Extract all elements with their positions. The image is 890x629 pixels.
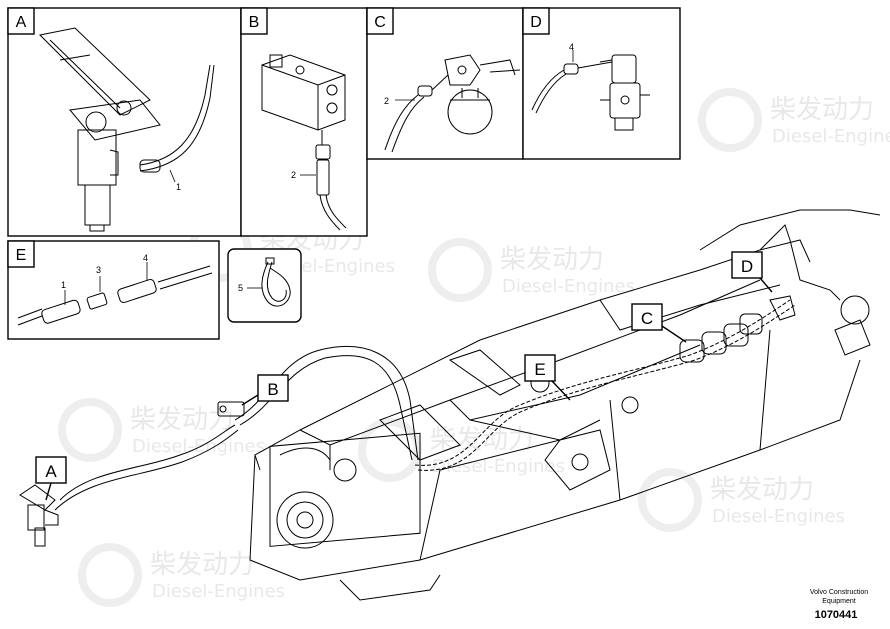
- panel-b-tag: [240, 7, 268, 35]
- svg-text:B: B: [267, 380, 278, 399]
- panel-a-tag: [7, 7, 35, 35]
- detail-panel-b: B 2: [240, 7, 368, 237]
- panel-b-frame: [240, 7, 368, 237]
- watermark-en: Diesel-Engines: [502, 276, 635, 297]
- panel-e-letter: E: [16, 247, 27, 264]
- hose-connector-drawing: [17, 265, 213, 326]
- panel-e-frame: [7, 240, 220, 340]
- watermark-cn: 柴发动力: [770, 95, 874, 125]
- watermark-cn: 柴发动力: [710, 475, 814, 505]
- main-callout-d: D: [731, 251, 773, 293]
- main-callout-b: B: [241, 374, 289, 406]
- panel-e-callout-1: 1: [61, 280, 66, 290]
- panel-c-letter: C: [374, 14, 386, 31]
- watermark-cn: 柴发动力: [130, 405, 234, 435]
- clamp-panel-frame: [227, 248, 302, 323]
- pedal-assembly-small: [19, 484, 59, 547]
- footer-block: Volvo Construction Equipment 1070441: [810, 589, 868, 621]
- clamp-callout-5: 5: [238, 283, 243, 293]
- footer-line1: Volvo Construction: [810, 589, 868, 596]
- watermark-en: Diesel-Engines: [712, 506, 845, 527]
- panel-d-callout-4: 4: [569, 42, 574, 52]
- svg-text:C: C: [641, 309, 653, 328]
- footer-line2: Equipment: [822, 598, 856, 605]
- panel-d-letter: D: [530, 14, 542, 31]
- panel-e-tag: [7, 240, 35, 268]
- brake-valve-drawing: [531, 54, 650, 131]
- svg-text:A: A: [45, 462, 57, 481]
- watermark-en: Diesel-Engines: [772, 126, 890, 147]
- valve-block-drawing: [261, 54, 347, 231]
- svg-text:D: D: [741, 257, 753, 276]
- panel-a-callout-1: 1: [176, 182, 181, 192]
- panel-a-letter: A: [16, 14, 27, 31]
- detail-panel-d: D 4: [522, 7, 681, 160]
- part-number: 1070441: [815, 609, 858, 621]
- detail-panel-c: C 2: [366, 7, 524, 160]
- panel-a-frame: [7, 7, 242, 237]
- detail-panel-a: A 1: [7, 7, 242, 237]
- main-callout-c: C: [631, 303, 687, 343]
- panel-c-tag: [366, 7, 394, 35]
- panel-c-callout-2: 2: [384, 96, 389, 106]
- watermark-cn: 柴发动力: [500, 245, 604, 275]
- watermark-cn: 柴发动力: [150, 550, 254, 580]
- panel-e-callout-3: 3: [96, 265, 101, 275]
- boom-frame: [249, 209, 881, 601]
- hose-clamp-drawing: [261, 257, 291, 307]
- panel-b-callout-2: 2: [291, 170, 296, 180]
- watermark-en: Diesel-Engines: [132, 436, 265, 457]
- watermark-en: Diesel-Engines: [152, 581, 285, 602]
- valve-small: [217, 401, 245, 417]
- main-callout-a: A: [35, 456, 67, 501]
- panel-d-tag: [522, 7, 550, 35]
- panel-e-callout-4: 4: [143, 253, 148, 263]
- main-callout-e: E: [524, 354, 571, 401]
- detail-panel-e: E 1 3 4: [7, 240, 220, 340]
- brake-pedal-drawing: [38, 27, 215, 232]
- watermark-en: Diesel-Engines: [432, 456, 565, 477]
- accumulator-drawing: [384, 54, 521, 153]
- detail-panel-clamp: 5: [227, 248, 302, 323]
- panel-b-letter: B: [249, 14, 260, 31]
- svg-text:E: E: [534, 360, 545, 379]
- hose-routing: [54, 295, 796, 511]
